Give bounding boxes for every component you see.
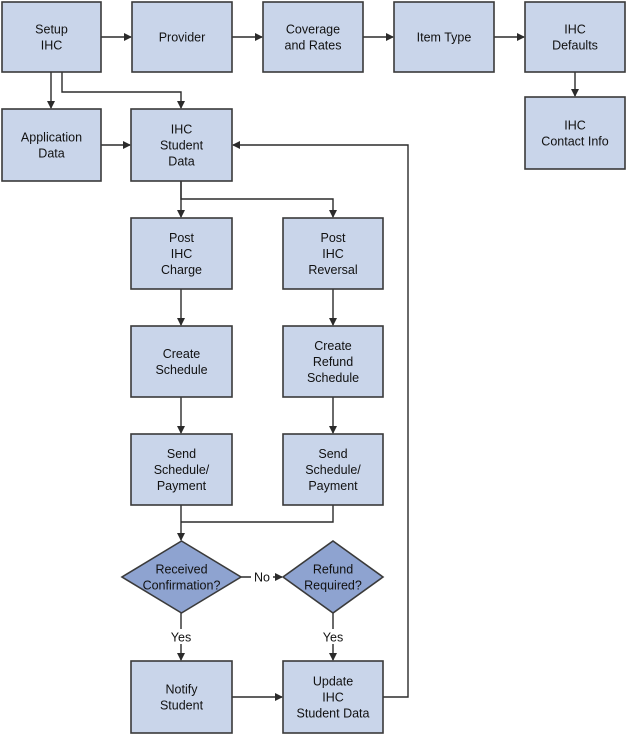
node-label-line: Provider (159, 31, 206, 45)
node-label-line: IHC (171, 123, 193, 137)
node-coverage-and-rates: Coverage and Rates (262, 1, 364, 73)
node-label-line: Update (313, 675, 353, 689)
node-label-line: Create (314, 339, 352, 353)
node-label-line: Contact Info (541, 135, 608, 149)
node-label-line: Payment (308, 479, 358, 493)
process-box (130, 217, 233, 290)
node-label-line: IHC (322, 247, 344, 261)
process-box (262, 1, 364, 73)
node-label-line: Post (320, 231, 346, 245)
node-label-line: IHC (41, 39, 63, 53)
node-label-line: IHC (564, 23, 586, 37)
node-label-line: Coverage (286, 23, 340, 37)
edge-label-background (251, 569, 273, 584)
process-box (130, 325, 233, 398)
process-box (282, 325, 384, 398)
node-label-line: IHC (171, 247, 193, 261)
node-ihc-contact-info: IHC Contact Info (524, 96, 626, 170)
node-ihc-defaults: IHC Defaults (524, 1, 626, 73)
process-box (130, 660, 233, 734)
node-label-line: Required? (304, 579, 362, 593)
process-box (282, 660, 384, 734)
node-label-line: Data (38, 147, 64, 161)
node-label-line: Payment (157, 479, 207, 493)
process-box (282, 433, 384, 506)
node-label-line: Schedule (155, 363, 207, 377)
node-label-line: Refund (313, 563, 353, 577)
process-box (131, 1, 233, 73)
node-label-line: Setup (35, 23, 68, 37)
process-box (524, 1, 626, 73)
node-label-line: Post (169, 231, 195, 245)
node-label-line: Create (163, 347, 201, 361)
decision-diamond (120, 540, 243, 614)
node-label-line: Send (318, 447, 347, 461)
node-label-line: Refund (313, 355, 353, 369)
node-label-line: Confirmation? (143, 579, 221, 593)
process-box (393, 1, 495, 73)
node-label-line: Schedule (307, 371, 359, 385)
node-label-line: Application (21, 131, 82, 145)
node-provider: Provider (131, 1, 233, 73)
node-label-line: IHC (564, 119, 586, 133)
connector-setup-ihc-to-ihc-student-data (61, 72, 185, 109)
edge-label-yes: Yes (171, 631, 191, 645)
node-item-type: Item Type (393, 1, 495, 73)
node-label-line: Student (160, 699, 204, 713)
node-label-line: IHC (322, 691, 344, 705)
node-label-line: Received (155, 563, 207, 577)
edge-label-no: No (254, 571, 270, 585)
node-label-line: Send (167, 447, 196, 461)
edge-label-background (170, 629, 192, 644)
edge-label-yes: Yes (323, 631, 343, 645)
node-label-line: Schedule/ (154, 463, 210, 477)
node-label-line: Reversal (308, 263, 357, 277)
process-box (1, 1, 102, 73)
connector-send-schedule-payment-right-to-received-confirmation (181, 505, 334, 523)
node-label-line: Student Data (297, 707, 370, 721)
node-label-line: Data (168, 155, 194, 169)
process-box (282, 217, 384, 290)
process-box (524, 96, 626, 170)
node-label-line: Defaults (552, 39, 598, 53)
node-label-line: Charge (161, 263, 202, 277)
decision-diamond (281, 540, 385, 614)
connector-update-ihc-student-data-to-ihc-student-data (232, 141, 409, 698)
node-label-line: Student (160, 139, 204, 153)
node-label-line: and Rates (285, 39, 342, 53)
node-label-line: Notify (166, 683, 199, 697)
node-label-line: Schedule/ (305, 463, 361, 477)
connector-ihc-student-data-to-post-ihc-reversal (180, 181, 337, 218)
process-box (1, 108, 102, 182)
edge-label-background (322, 629, 344, 644)
process-box (130, 108, 233, 182)
process-box (130, 433, 233, 506)
node-label-line: Item Type (417, 31, 472, 45)
